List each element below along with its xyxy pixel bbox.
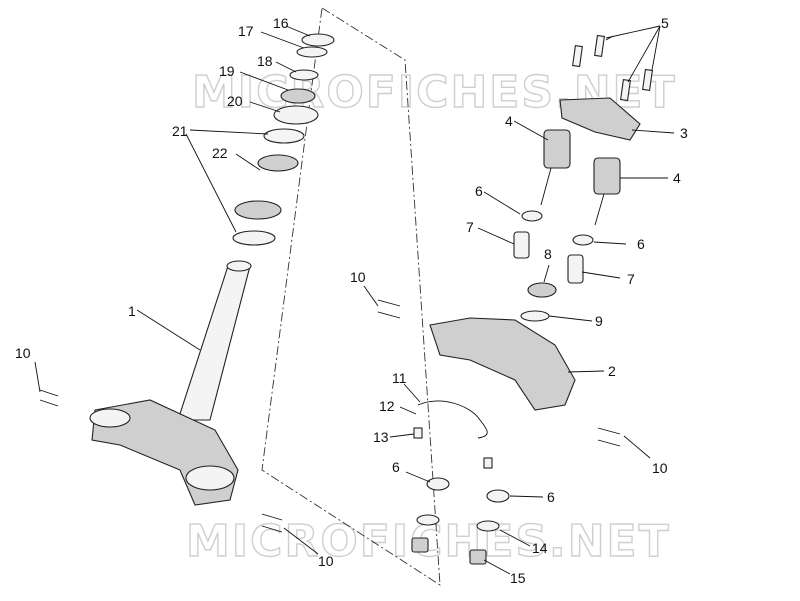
callout-6-upper: 6 xyxy=(475,183,483,199)
callout-9: 9 xyxy=(595,313,603,329)
callout-18: 18 xyxy=(257,53,273,69)
callout-3: 3 xyxy=(680,125,688,141)
part-21-lower-race xyxy=(232,230,276,246)
callout-7-left: 7 xyxy=(466,219,474,235)
part-2-upper-triple-clamp xyxy=(429,317,576,411)
assembly-frame xyxy=(261,7,441,586)
part-3-handlebar-clamp xyxy=(559,97,641,141)
callout-labels: 16 17 18 19 20 21 22 1 10 10 5 3 4 4 6 7… xyxy=(15,15,688,586)
callout-19: 19 xyxy=(219,63,235,79)
callout-1: 1 xyxy=(128,303,136,319)
part-20-seal xyxy=(273,105,319,125)
callout-10-left: 10 xyxy=(15,345,31,361)
callout-2: 2 xyxy=(608,363,616,379)
callout-4-lower: 4 xyxy=(673,170,681,186)
callout-10-right: 10 xyxy=(652,460,668,476)
nuts-14-15 xyxy=(411,514,500,565)
callout-14: 14 xyxy=(532,540,548,556)
part-9-washer xyxy=(520,310,550,322)
callout-6-right: 6 xyxy=(637,236,645,252)
part-lower-bearing xyxy=(234,200,282,220)
callout-15: 15 xyxy=(510,570,526,586)
part-16-ring-nut xyxy=(301,33,335,47)
part-19-bearing-cover xyxy=(280,88,316,104)
callout-10-bottom: 10 xyxy=(318,553,334,569)
leader-lines xyxy=(34,25,675,575)
part-1-steering-stem xyxy=(89,260,252,506)
part-21-upper-race xyxy=(263,128,305,144)
callout-11: 11 xyxy=(392,370,407,386)
callout-13: 13 xyxy=(373,429,389,445)
spacers-6-7 xyxy=(426,210,594,503)
part-4-risers xyxy=(540,129,621,226)
part-8-bushing xyxy=(527,282,557,298)
callout-7-right: 7 xyxy=(627,271,635,287)
callout-6-lower-left: 6 xyxy=(392,459,400,475)
callout-10-middle: 10 xyxy=(350,269,366,285)
callout-6-lower-right: 6 xyxy=(547,489,555,505)
callout-20: 20 xyxy=(227,93,243,109)
part-22-upper-bearing xyxy=(257,154,299,172)
top-bolts-5 xyxy=(572,34,653,102)
bearing-stack xyxy=(232,33,335,246)
brake-line-11-13 xyxy=(413,400,493,469)
part-18-ring xyxy=(289,69,319,81)
callout-4-upper: 4 xyxy=(505,113,513,129)
callout-17: 17 xyxy=(238,23,254,39)
callout-8: 8 xyxy=(544,246,552,262)
part-17-washer xyxy=(296,46,328,58)
callout-12: 12 xyxy=(379,398,395,414)
callout-5: 5 xyxy=(661,15,669,31)
callout-22: 22 xyxy=(212,145,228,161)
bolts-10-right xyxy=(377,299,621,447)
bolts-10-left xyxy=(39,389,283,533)
callout-16: 16 xyxy=(273,15,289,31)
callout-21: 21 xyxy=(172,123,188,139)
